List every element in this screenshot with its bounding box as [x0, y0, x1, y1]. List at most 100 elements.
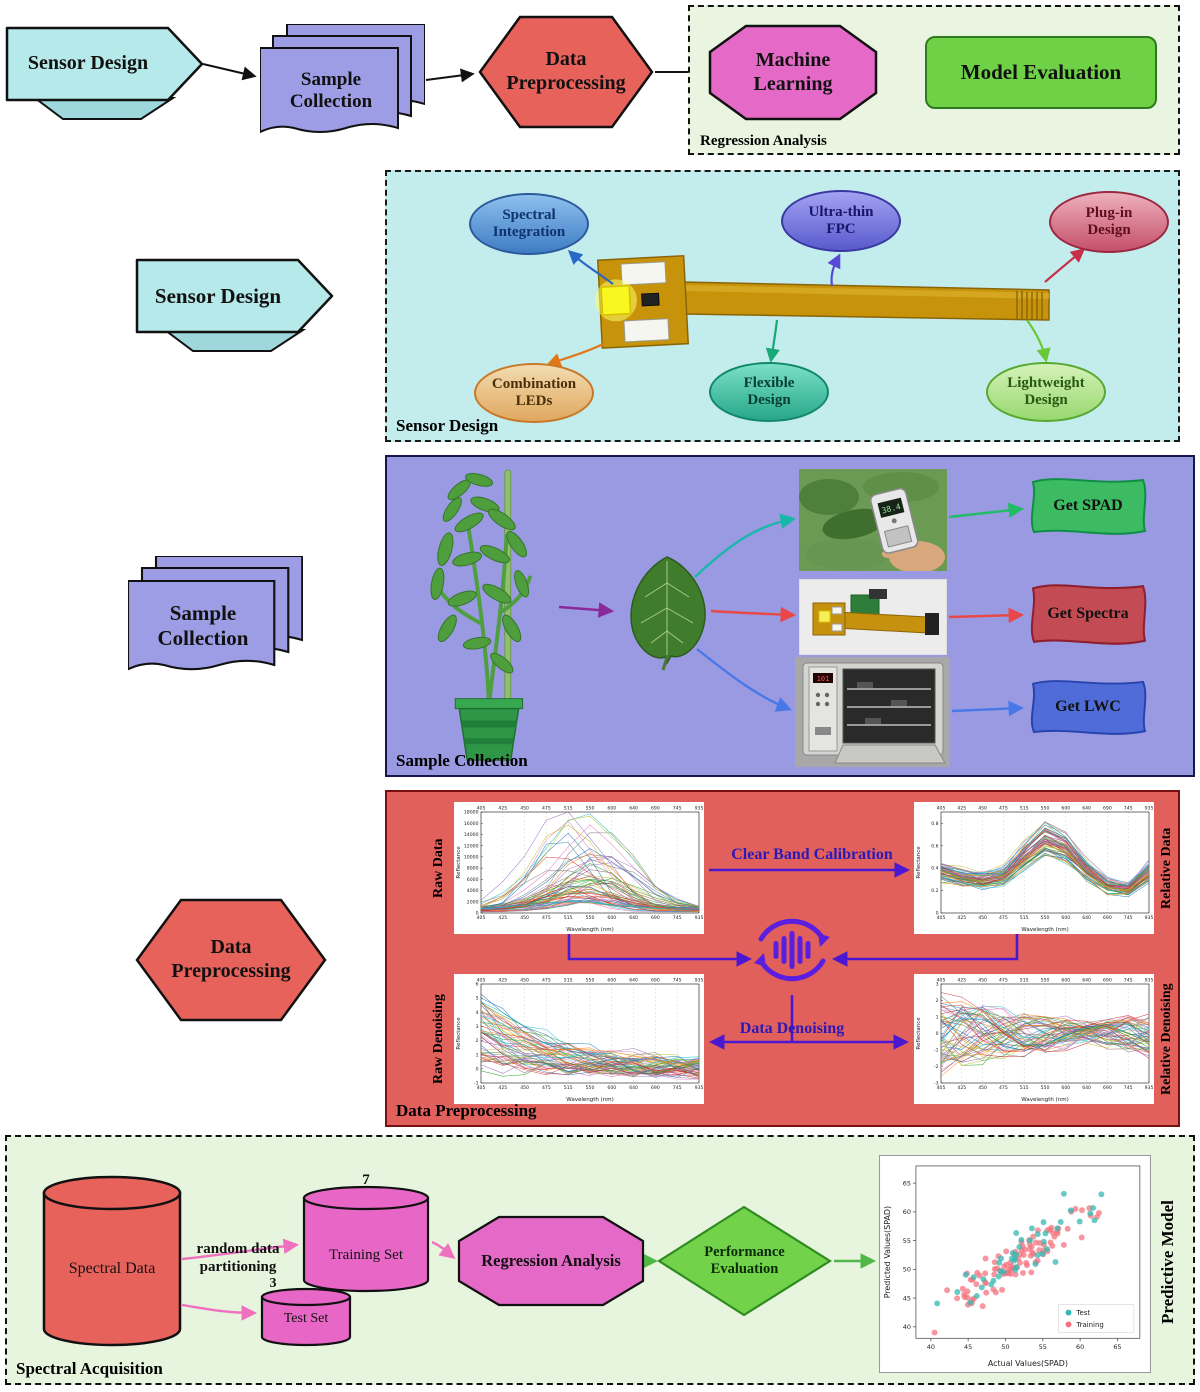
svg-text:3: 3: [476, 1024, 479, 1030]
svg-text:550: 550: [586, 915, 595, 921]
svg-text:0.2: 0.2: [931, 888, 938, 894]
svg-text:10000: 10000: [464, 854, 479, 860]
documents-stack-icon: [260, 24, 425, 134]
get-spectra-banner-label: Get Spectra: [1047, 604, 1129, 622]
svg-text:600: 600: [607, 1085, 616, 1091]
training-set-cylinder: [302, 1185, 430, 1293]
regression-octagon-label: Regression Analysis: [481, 1251, 621, 1271]
calibration-arrow-label: Clear Band Calibration: [731, 845, 893, 863]
svg-text:600: 600: [1061, 1085, 1070, 1091]
svg-text:935: 935: [1145, 915, 1154, 921]
octagon-shape-icon: [708, 24, 878, 121]
svg-text:745: 745: [673, 978, 682, 984]
partition-label: random data partitioning: [196, 1241, 280, 1275]
svg-text:0.8: 0.8: [931, 821, 938, 827]
svg-text:450: 450: [520, 1085, 529, 1091]
tomato-plant-image: [430, 469, 533, 761]
svg-text:600: 600: [1061, 915, 1070, 921]
svg-text:935: 935: [695, 915, 704, 921]
sample-side-docs-label: Sample Collection: [157, 601, 249, 650]
flag-shape-icon: [135, 258, 334, 352]
callout-flexible-design: Flexible Design: [709, 362, 829, 422]
documents-stack-icon: [128, 556, 303, 671]
model-flow-arrows: [181, 1238, 877, 1321]
svg-text:550: 550: [1041, 978, 1050, 984]
svg-text:640: 640: [1082, 978, 1091, 984]
svg-text:405: 405: [937, 915, 946, 921]
svg-text:690: 690: [651, 1085, 660, 1091]
preprocess-side-hexagon-label: Data Preprocessing: [171, 936, 291, 982]
test-set-cylinder: [260, 1287, 352, 1347]
svg-text:60: 60: [903, 1208, 911, 1216]
test-set-count: 3: [269, 1275, 277, 1291]
svg-text:0: 0: [476, 911, 479, 917]
relative-denoising-chart: 4054054254254504504754755155155505506006…: [914, 974, 1154, 1104]
callout-ultra-thin-fpc: Ultra-thin FPC: [781, 190, 901, 252]
svg-text:14000: 14000: [464, 832, 479, 838]
sample-side-docs: Sample Collection: [128, 556, 303, 678]
svg-text:450: 450: [978, 915, 987, 921]
sensor-side-flag-label: Sensor Design: [154, 283, 282, 308]
svg-text:690: 690: [1103, 806, 1112, 812]
signal-sync-icon: [754, 918, 830, 982]
svg-text:-2: -2: [934, 1064, 939, 1070]
svg-text:Reflectance: Reflectance: [916, 846, 922, 879]
spectral-data-label: Spectral Data: [68, 1259, 156, 1277]
sensor-section-corner-label: Sensor Design: [396, 416, 499, 435]
get-lwc-banner: [1030, 680, 1147, 735]
svg-text:600: 600: [1061, 978, 1070, 984]
svg-text:65: 65: [903, 1179, 911, 1187]
top-node-sensor-design-label: Sensor Design: [27, 52, 149, 75]
svg-text:Wavelength (nm): Wavelength (nm): [1021, 927, 1069, 933]
svg-text:18000: 18000: [464, 810, 479, 816]
svg-text:600: 600: [1061, 806, 1070, 812]
svg-text:690: 690: [651, 806, 660, 812]
svg-text:45: 45: [964, 1343, 972, 1351]
relative-data-chart: 4054054254254504504754755155155505506006…: [914, 802, 1154, 934]
model-section-box: Spectral Data random data partitioning 7…: [5, 1135, 1195, 1385]
get-lwc-banner-label: Get LWC: [1055, 697, 1121, 715]
fpc-sensor-graphic: [546, 248, 1086, 367]
svg-text:425: 425: [498, 915, 507, 921]
svg-text:450: 450: [978, 1085, 987, 1091]
svg-text:640: 640: [1082, 915, 1091, 921]
svg-text:50: 50: [903, 1266, 911, 1274]
svg-text:745: 745: [1124, 915, 1133, 921]
svg-text:1: 1: [476, 1052, 479, 1058]
top-node-sample-collection-label: Sample Collection: [289, 68, 373, 112]
svg-text:450: 450: [978, 978, 987, 984]
svg-text:405: 405: [937, 806, 946, 812]
svg-text:0: 0: [936, 1031, 939, 1037]
svg-text:935: 935: [695, 1085, 704, 1091]
svg-text:745: 745: [1124, 1085, 1133, 1091]
top-node-data-preprocessing: Data Preprocessing: [478, 15, 654, 129]
svg-text:405: 405: [477, 978, 486, 984]
svg-text:2000: 2000: [467, 899, 479, 905]
svg-text:515: 515: [1020, 915, 1029, 921]
svg-text:Reflectance: Reflectance: [916, 1017, 922, 1050]
training-set-count: 7: [362, 1172, 370, 1189]
svg-text:Wavelength (nm): Wavelength (nm): [566, 1097, 614, 1103]
hexagon-shape-icon: [135, 898, 327, 1022]
diamond-shape-icon: [657, 1205, 832, 1317]
svg-text:690: 690: [651, 915, 660, 921]
svg-text:0.6: 0.6: [931, 843, 938, 849]
svg-text:Test: Test: [1075, 1309, 1090, 1317]
svg-text:515: 515: [564, 1085, 573, 1091]
svg-text:-3: -3: [934, 1081, 939, 1087]
svg-text:40: 40: [903, 1323, 911, 1331]
svg-text:Wavelength (nm): Wavelength (nm): [566, 927, 614, 933]
performance-diamond: Performance Evaluation: [657, 1205, 832, 1317]
svg-text:425: 425: [957, 978, 966, 984]
top-node-machine-learning: Machine Learning: [708, 24, 878, 121]
svg-text:550: 550: [586, 978, 595, 984]
callout-spectral-integration: Spectral Integration: [469, 193, 589, 255]
top-node-model-evaluation: Model Evaluation: [925, 36, 1157, 109]
preprocess-side-hexagon: Data Preprocessing: [135, 898, 327, 1022]
preprocess-arrows: [567, 862, 1019, 1050]
svg-text:475: 475: [542, 1085, 551, 1091]
svg-text:3: 3: [936, 982, 939, 988]
get-spad-banner: [1030, 478, 1147, 535]
svg-text:640: 640: [629, 1085, 638, 1091]
